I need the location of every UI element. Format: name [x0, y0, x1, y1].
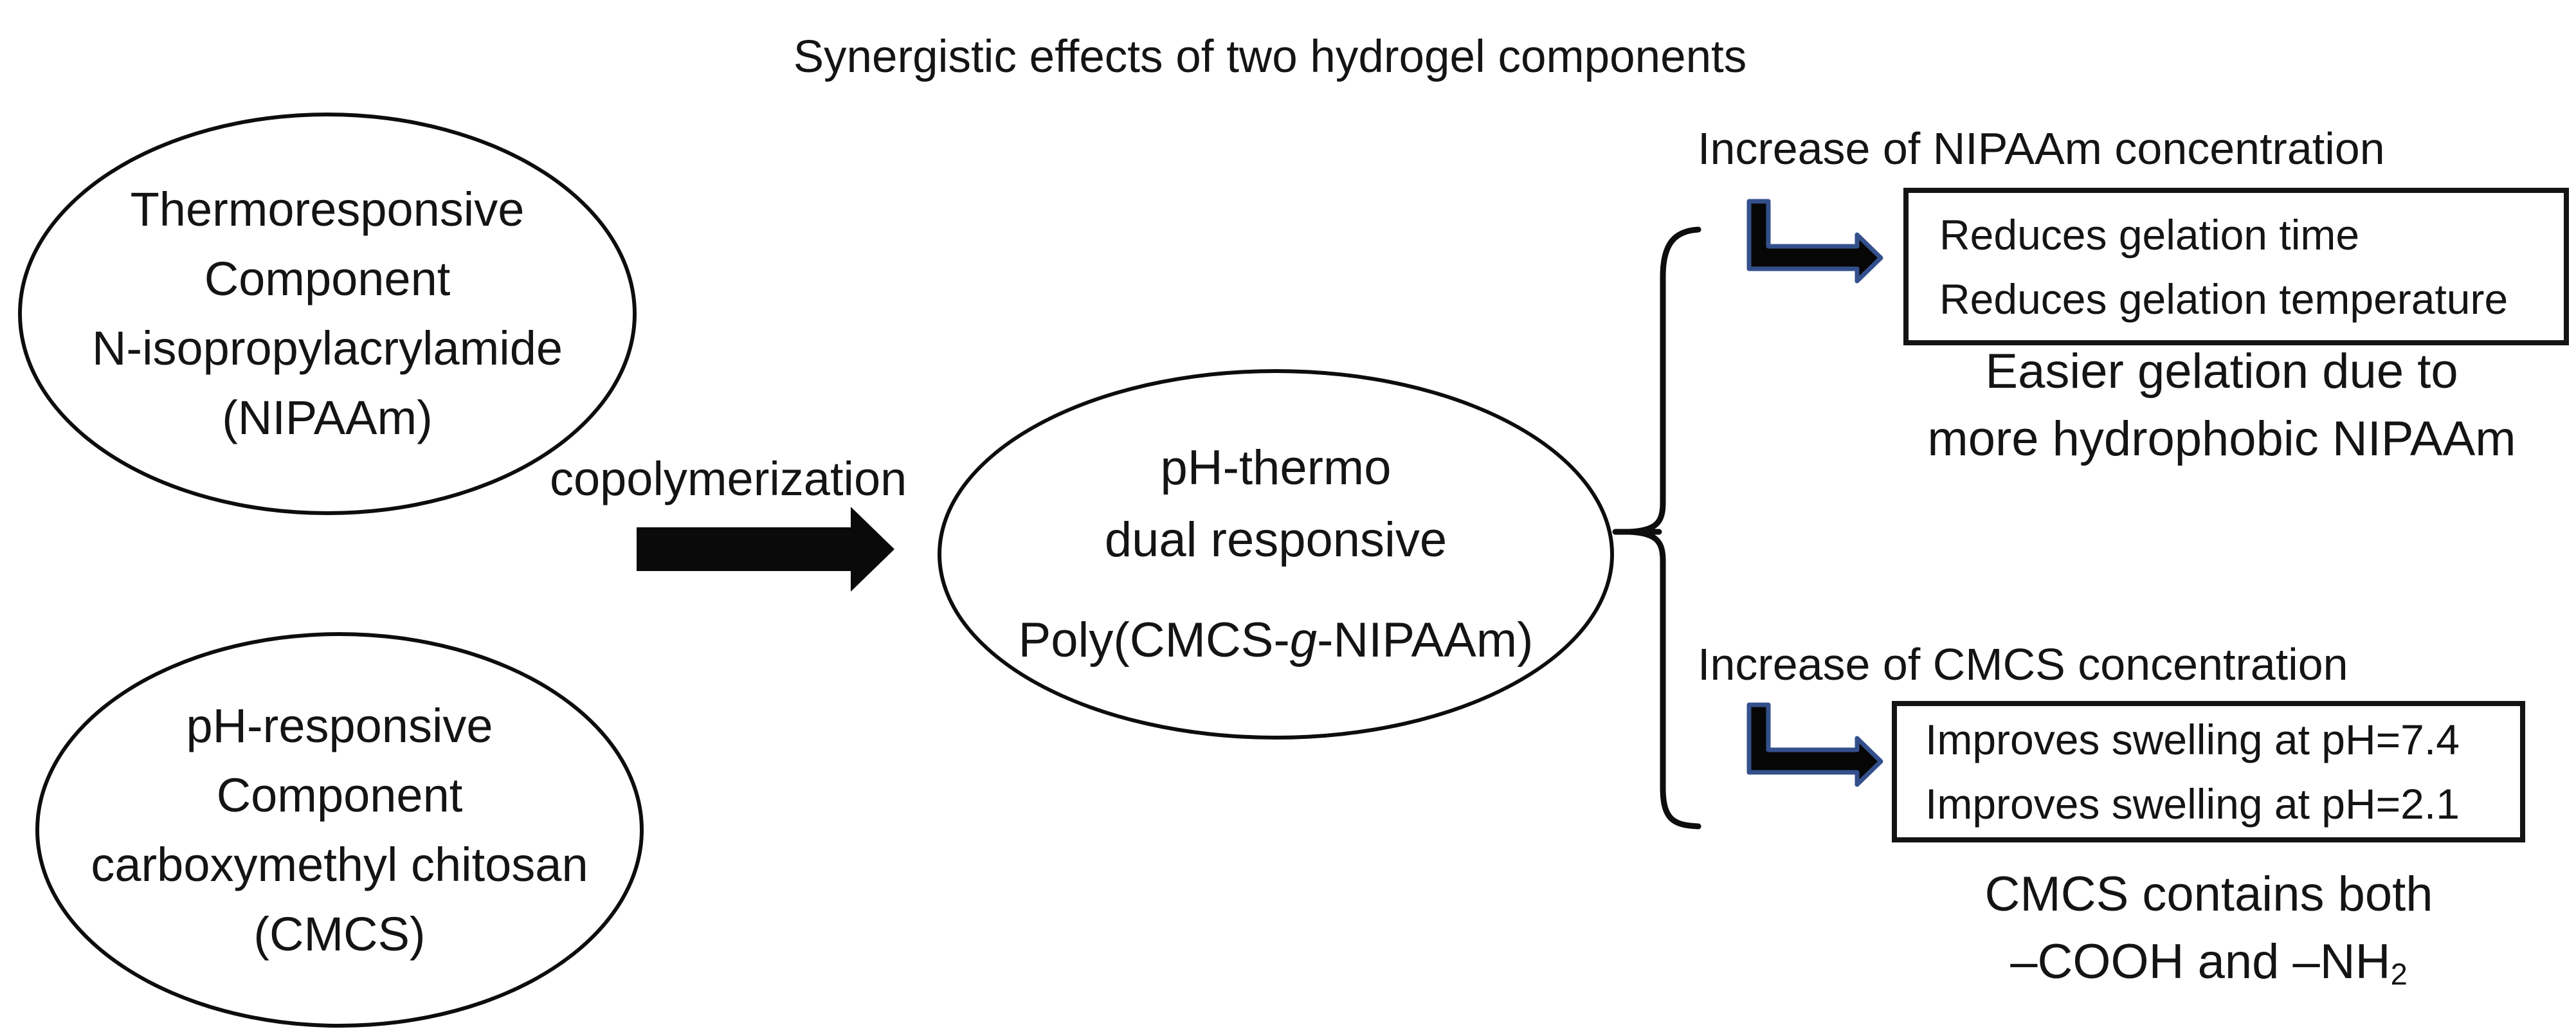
- ellipse-text-line: carboxymethyl chitosan: [91, 837, 588, 891]
- ellipse-text-line: pH-thermo: [1160, 441, 1392, 495]
- outcome-line: Improves swelling at pH=7.4: [1925, 716, 2460, 763]
- polymer-formula: Poly(CMCS-g-NIPAAm): [1019, 604, 1534, 677]
- branch-label-cmcs: Increase of CMCS concentration: [1698, 639, 2348, 689]
- outcome-line: Improves swelling at pH=2.1: [1925, 780, 2460, 828]
- elbow-arrow-nipaam-icon: [1746, 199, 1883, 284]
- right-arrow-body: [637, 527, 851, 571]
- diagram-title: Synergistic effects of two hydrogel comp…: [793, 32, 1747, 82]
- ellipse-ph-responsive-component: pH-responsive Component carboxymethyl ch…: [35, 632, 644, 1028]
- subscript-2: 2: [2390, 957, 2408, 992]
- caption-line-main: –COOH and –NH: [2010, 934, 2391, 989]
- ellipse-text-line: N-isopropylacrylamide: [91, 322, 563, 375]
- ellipse-thermoresponsive-component: Thermoresponsive Component N-isopropylac…: [18, 113, 637, 515]
- branch-label-nipaam: Increase of NIPAAm concentration: [1698, 123, 2385, 174]
- curly-brace: [1629, 226, 1701, 830]
- outcome-line: Reduces gelation temperature: [1939, 275, 2508, 323]
- caption-line: –COOH and –NH2: [1884, 928, 2534, 1001]
- outcome-box-nipaam: Reduces gelation time Reduces gelation t…: [1903, 188, 2569, 345]
- formula-graft-letter: g: [1289, 613, 1318, 668]
- ellipse-text-line: Component: [204, 252, 451, 305]
- formula-suffix: -NIPAAm): [1317, 613, 1534, 668]
- outcome-line: Reduces gelation time: [1939, 210, 2360, 259]
- outcome-box-cmcs: Improves swelling at pH=7.4 Improves swe…: [1892, 701, 2525, 842]
- caption-line: more hydrophobic NIPAAm: [1927, 412, 2516, 466]
- ellipse-text-line: Component: [216, 768, 463, 822]
- ellipse-dual-responsive-product: pH-thermo dual responsive Poly(CMCS-g-NI…: [938, 369, 1614, 740]
- ellipse-text-line: Thermoresponsive: [130, 183, 525, 236]
- right-arrow-head-icon: [851, 507, 894, 592]
- ellipse-text-line: dual responsive: [1104, 513, 1447, 567]
- formula-prefix: Poly(CMCS-: [1018, 613, 1290, 668]
- caption-cmcs: CMCS contains both –COOH and –NH2: [1884, 860, 2534, 1001]
- copolymerization-label: copolymerization: [550, 452, 907, 505]
- ellipse-text-line: pH-responsive: [186, 698, 493, 752]
- caption-nipaam: Easier gelation due to more hydrophobic …: [1897, 338, 2546, 473]
- caption-line: CMCS contains both: [1984, 867, 2433, 922]
- ellipse-text-line: (CMCS): [253, 907, 426, 961]
- elbow-arrow-cmcs-icon: [1746, 702, 1883, 787]
- caption-line: Easier gelation due to: [1985, 344, 2458, 399]
- ellipse-text-line: (NIPAAm): [222, 391, 433, 444]
